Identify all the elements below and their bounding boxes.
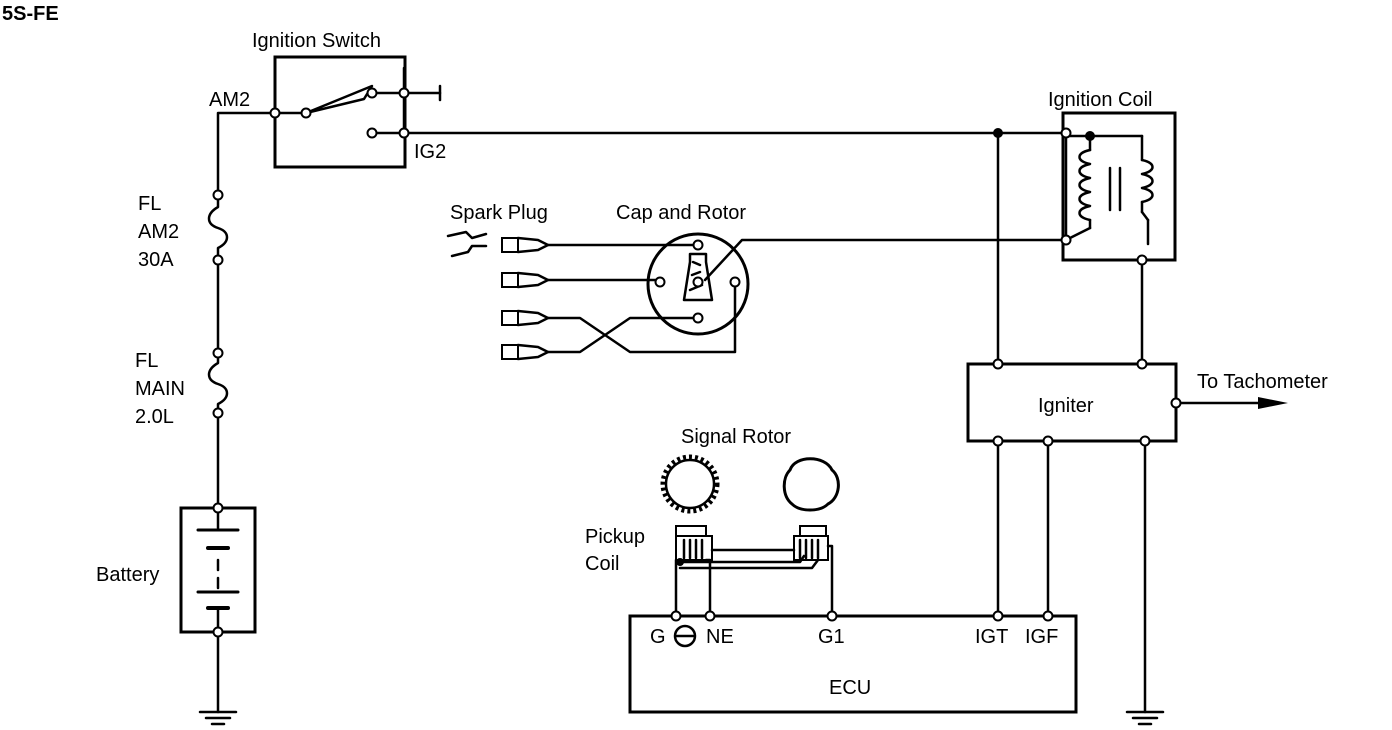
ne-pickup-coil (675, 525, 713, 561)
fuse-main-symbol (207, 351, 229, 415)
battery-symbol (179, 506, 257, 634)
ecu-symbol (628, 614, 1078, 714)
ecu-g1-label: G1 (818, 626, 845, 648)
tachometer-arrow-icon (1258, 397, 1288, 409)
ecu-ne-label: NE (706, 626, 734, 648)
g-signal-rotor (782, 457, 840, 512)
g-pickup-coil (793, 525, 829, 561)
spark-plug-4 (501, 316, 700, 361)
ignition-switch-label: Ignition Switch (252, 30, 381, 52)
terminals (212, 87, 1182, 638)
ne-signal-rotor (660, 454, 720, 514)
fuse-am2-label-1: FL (138, 193, 161, 215)
spark-plug-3 (501, 281, 737, 354)
fuse-am2-label-3: 30A (138, 249, 174, 271)
igniter-label: Igniter (1038, 395, 1094, 417)
spark-plug-symbols (446, 230, 737, 361)
fuse-am2-symbol (207, 193, 229, 262)
spark-plug-1 (501, 236, 700, 254)
ignition-coil-symbol (1061, 111, 1177, 366)
signal-rotor-label: Signal Rotor (681, 426, 791, 448)
ig2-terminal-label: IG2 (414, 141, 446, 163)
ignition-coil-label: Ignition Coil (1048, 89, 1153, 111)
ecu-igf-label: IGF (1025, 626, 1058, 648)
ecu-title-label: ECU (829, 677, 871, 699)
am2-terminal-label: AM2 (209, 89, 250, 111)
battery-label: Battery (96, 564, 159, 586)
cap-rotor-symbol (646, 232, 750, 336)
ecu-igt-label: IGT (975, 626, 1008, 648)
spark-plug-label: Spark Plug (450, 202, 548, 224)
pickup-coil-label-2: Coil (585, 553, 619, 575)
fuse-am2-label-2: AM2 (138, 221, 179, 243)
spark-plug-2 (501, 271, 662, 289)
fuse-main-label-2: MAIN (135, 378, 185, 400)
pickup-coil-label-1: Pickup (585, 526, 645, 548)
fuse-main-label-1: FL (135, 350, 158, 372)
cap-rotor-label: Cap and Rotor (616, 202, 746, 224)
supply-wiring (207, 111, 277, 714)
ig2-wiring (402, 131, 1147, 714)
ecu-g-minus-label: G (650, 626, 666, 648)
coil-to-distributor-wire (703, 238, 1068, 282)
ground-left-symbol (198, 710, 238, 726)
signal-rotor-symbols (660, 454, 840, 618)
model-label: 5S-FE (2, 3, 59, 25)
ground-right-symbol (1125, 710, 1165, 726)
tachometer-label: To Tachometer (1197, 371, 1328, 393)
fuse-main-label-3: 2.0L (135, 406, 174, 428)
